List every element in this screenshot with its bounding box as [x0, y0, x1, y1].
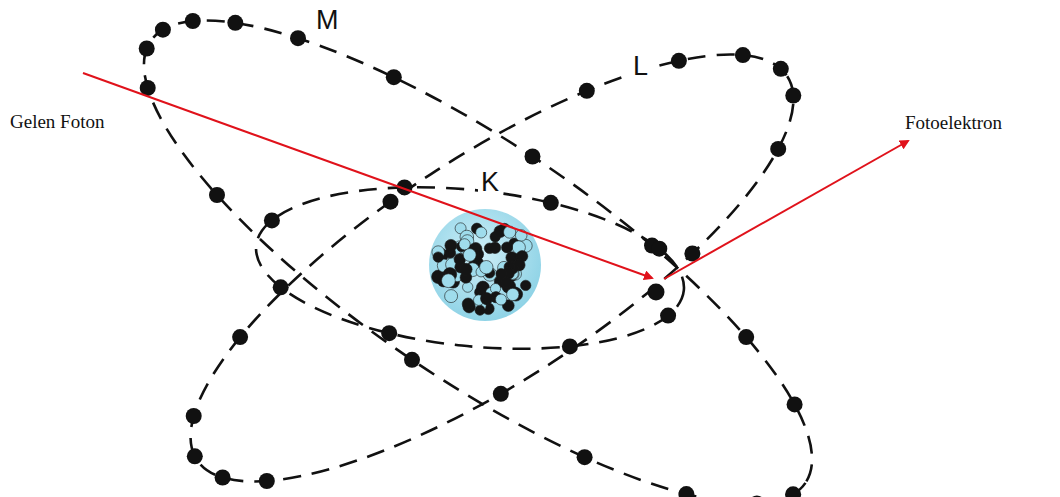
incoming-photon-arrow	[83, 73, 652, 278]
nucleon	[481, 293, 493, 305]
electrons	[139, 13, 803, 497]
electron-dot	[525, 149, 541, 165]
electron-dot	[215, 470, 231, 486]
nucleus	[429, 209, 541, 321]
electron-dot	[678, 486, 694, 497]
nucleon	[475, 305, 485, 315]
orbit-m	[85, 0, 872, 497]
electron-dot	[259, 473, 275, 489]
nucleon	[502, 242, 513, 253]
electron-dot	[773, 61, 789, 77]
nucleon	[445, 239, 457, 251]
electron-dot	[386, 69, 402, 85]
electron-dot	[232, 329, 248, 345]
nucleon	[489, 242, 500, 253]
electron-dot	[383, 194, 399, 210]
nucleon	[459, 239, 470, 250]
electron-dot	[185, 13, 201, 29]
nucleon	[433, 252, 443, 262]
nucleon	[476, 227, 487, 238]
electron-dot	[671, 53, 687, 69]
photon-label: Gelen Foton	[10, 112, 104, 133]
nucleus-body	[429, 209, 541, 321]
electron-dot	[290, 30, 306, 46]
nucleon	[507, 288, 519, 300]
electron-dot	[787, 396, 803, 412]
photoelectron-arrow	[664, 141, 908, 279]
nucleon	[463, 282, 473, 292]
orbit-label: K	[478, 168, 502, 198]
electron-dot	[785, 486, 801, 497]
electron-dot	[562, 338, 578, 354]
electron-dot	[404, 352, 420, 368]
electron-dot	[155, 22, 171, 38]
electron-dot	[381, 325, 397, 341]
nucleon	[508, 287, 521, 300]
nucleon	[501, 277, 511, 287]
electron-dot	[579, 83, 595, 99]
nucleon	[480, 261, 493, 274]
electron-dot	[264, 212, 280, 228]
nucleon	[460, 263, 472, 275]
electron-dot	[785, 88, 801, 104]
electron-dot	[735, 47, 751, 63]
electron-dot	[209, 187, 225, 203]
orbit-l	[136, 0, 848, 497]
electron-dot	[187, 448, 203, 464]
nucleon	[521, 280, 531, 290]
nucleon	[462, 298, 474, 310]
electron-dot	[273, 279, 289, 295]
orbit-label: M	[313, 6, 342, 36]
electron-dot	[543, 195, 559, 211]
electron-dot	[749, 495, 765, 497]
electron-dot	[660, 308, 676, 324]
nucleon	[445, 290, 458, 303]
electron-dot	[493, 386, 509, 402]
nucleon	[496, 294, 507, 305]
electron-dot	[577, 449, 593, 465]
electron-dot	[139, 41, 155, 57]
nucleon	[442, 274, 456, 288]
orbit-label: L	[630, 52, 651, 82]
electron-dot	[651, 241, 667, 257]
photoelectron-label: Fotoelektron	[905, 113, 1002, 134]
electron-dot	[770, 141, 786, 157]
hit-electron	[648, 284, 665, 301]
orbits	[85, 0, 872, 497]
electron-dot	[186, 408, 202, 424]
electron-dot	[738, 329, 754, 345]
electron-dot	[227, 15, 243, 31]
nucleon	[463, 249, 476, 262]
